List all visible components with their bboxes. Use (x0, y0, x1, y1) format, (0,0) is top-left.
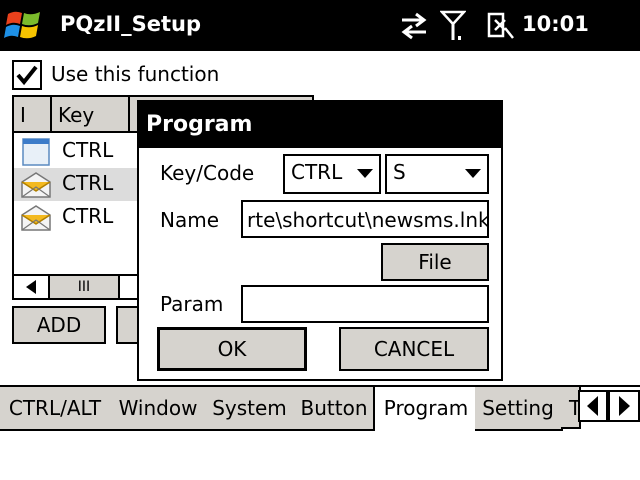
column-header-key[interactable]: Key (52, 97, 130, 133)
dialog-title: Program (139, 102, 501, 148)
arrow-left-icon (587, 396, 598, 416)
document-icon (20, 137, 52, 167)
tab-strip (0, 385, 640, 429)
column-header-icon[interactable]: I (14, 97, 52, 133)
envelope-icon (20, 203, 52, 233)
title-bar (0, 0, 640, 51)
modifier-select-value: CTRL (291, 160, 343, 184)
key-select[interactable]: S (385, 154, 489, 194)
tab-program[interactable]: Program (373, 385, 479, 431)
list-item-key: CTRL (62, 171, 114, 195)
tab-system[interactable]: System (206, 387, 295, 431)
modifier-select[interactable]: CTRL (283, 154, 381, 194)
scroll-left-button[interactable] (14, 276, 50, 298)
param-label: Param (160, 292, 224, 316)
envelope-icon (20, 170, 52, 200)
key-select-value: S (393, 160, 406, 184)
tab-ctrl-alt[interactable]: CTRL/ALT (0, 387, 112, 431)
use-function-checkbox[interactable] (12, 60, 42, 90)
arrow-left-icon (26, 280, 36, 294)
keycode-label: Key/Code (160, 161, 255, 185)
volume-muted-icon[interactable] (485, 10, 517, 42)
list-item[interactable]: CTRL (14, 201, 312, 234)
tab-window[interactable]: Window (110, 387, 208, 431)
tab-setting[interactable]: Setting (475, 387, 563, 431)
connectivity-icon[interactable] (398, 12, 430, 40)
checkmark-icon (16, 65, 38, 86)
tab-scroll-left-button[interactable] (578, 390, 608, 422)
add-button[interactable]: ADD (12, 306, 106, 344)
scroll-thumb[interactable]: III (50, 276, 120, 298)
chevron-down-icon (357, 169, 373, 178)
name-input[interactable]: rte\shortcut\newsms.lnk (241, 200, 489, 238)
list-item-key: CTRL (62, 138, 114, 162)
list-item[interactable]: CTRL (14, 135, 312, 168)
tab-button[interactable]: Button (293, 387, 377, 431)
list-item-key: CTRL (62, 204, 114, 228)
tab-scroll-right-button[interactable] (608, 390, 640, 422)
param-input[interactable] (241, 285, 489, 323)
clock[interactable]: 10:01 (522, 12, 589, 36)
name-label: Name (160, 208, 220, 232)
arrow-right-icon (619, 396, 630, 416)
windows-start-icon[interactable] (4, 6, 44, 46)
ok-button[interactable]: OK (157, 327, 307, 371)
app-title: PQzII_Setup (60, 12, 201, 36)
use-function-label[interactable]: Use this function (51, 62, 220, 86)
file-button[interactable]: File (381, 243, 489, 281)
cancel-button[interactable]: CANCEL (339, 327, 489, 371)
signal-strength-icon[interactable] (439, 10, 467, 42)
chevron-down-icon (465, 169, 481, 178)
